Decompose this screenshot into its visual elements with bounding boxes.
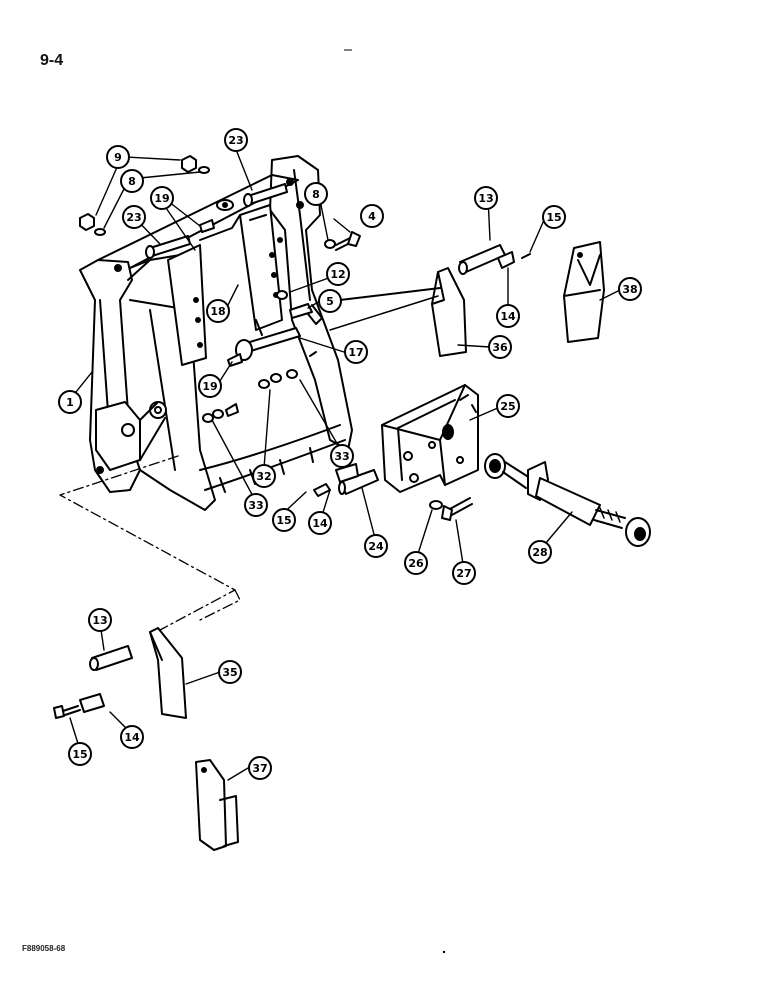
pin-24 (313, 463, 379, 497)
callout-33: 33 (244, 493, 268, 517)
svg-text:15: 15 (546, 211, 561, 224)
link-rod (339, 287, 441, 301)
callout-36: 36 (488, 335, 512, 359)
svg-text:8: 8 (128, 175, 136, 188)
callouts: 9 8 23 19 23 8 4 12 5 18 17 19 1 32 33 3… (58, 128, 642, 780)
svg-text:19: 19 (202, 380, 217, 393)
svg-text:27: 27 (456, 567, 471, 580)
callout-14: 14 (308, 511, 332, 535)
callout-18: 18 (206, 299, 230, 323)
svg-text:19: 19 (154, 192, 169, 205)
top-link (484, 453, 651, 547)
bolt-27 (429, 497, 473, 521)
callout-15: 15 (68, 742, 92, 766)
svg-text:15: 15 (72, 748, 87, 761)
callout-38: 38 (618, 277, 642, 301)
upper-pins (145, 183, 288, 259)
callout-19: 19 (198, 374, 222, 398)
svg-text:12: 12 (330, 268, 345, 281)
svg-text:1: 1 (66, 396, 74, 409)
svg-text:25: 25 (500, 400, 515, 413)
svg-text:26: 26 (408, 557, 424, 570)
callout-15: 15 (272, 508, 296, 532)
top-hardware (79, 155, 234, 236)
svg-text:8: 8 (312, 188, 320, 201)
callout-1: 1 (58, 390, 82, 414)
callout-8: 8 (120, 169, 144, 193)
callout-25: 25 (496, 394, 520, 418)
callout-9: 9 (106, 145, 130, 169)
figure-code: F889058-68 (22, 944, 66, 953)
svg-text:33: 33 (248, 499, 263, 512)
bracket-36 (431, 244, 531, 357)
main-frame (79, 155, 353, 511)
callout-23: 23 (122, 205, 146, 229)
page-number: 9-4 (40, 52, 64, 69)
svg-text:14: 14 (500, 310, 516, 323)
callout-14: 14 (496, 304, 520, 328)
callout-8: 8 (304, 182, 328, 206)
svg-text:37: 37 (252, 762, 267, 775)
svg-text:13: 13 (478, 192, 493, 205)
toplink-bracket (381, 384, 479, 493)
svg-text:5: 5 (326, 295, 334, 308)
callout-15: 15 (542, 205, 566, 229)
callout-19: 19 (150, 186, 174, 210)
svg-text:23: 23 (228, 134, 243, 147)
inner-plates (167, 204, 283, 366)
bracket-38 (563, 241, 605, 343)
svg-text:14: 14 (312, 517, 328, 530)
right-bolts (276, 231, 361, 325)
svg-text:36: 36 (492, 341, 508, 354)
svg-text:35: 35 (222, 666, 237, 679)
svg-text:32: 32 (256, 470, 271, 483)
callout-5: 5 (318, 289, 342, 313)
svg-text:38: 38 (622, 283, 637, 296)
callout-33: 33 (330, 444, 354, 468)
svg-text:28: 28 (532, 546, 547, 559)
callout-13: 13 (474, 186, 498, 210)
callout-27: 27 (452, 561, 476, 585)
svg-text:14: 14 (124, 731, 140, 744)
callout-24: 24 (364, 534, 388, 558)
lower-bolts (202, 369, 298, 423)
svg-text:17: 17 (348, 346, 363, 359)
speck-dot (442, 950, 446, 954)
callout-4: 4 (360, 204, 384, 228)
callout-37: 37 (248, 756, 272, 780)
svg-text:13: 13 (92, 614, 107, 627)
callout-26: 26 (404, 551, 428, 575)
link-dashed (59, 455, 236, 631)
callout-32: 32 (252, 464, 276, 488)
svg-text:18: 18 (210, 305, 225, 318)
svg-text:23: 23 (126, 211, 141, 224)
bracket-35 (53, 627, 187, 719)
callout-17: 17 (344, 340, 368, 364)
svg-text:24: 24 (368, 540, 384, 553)
callout-28: 28 (528, 540, 552, 564)
bracket-37 (195, 759, 239, 851)
callout-14: 14 (120, 725, 144, 749)
svg-text:33: 33 (334, 450, 349, 463)
callout-35: 35 (218, 660, 242, 684)
svg-text:4: 4 (368, 210, 376, 223)
callout-12: 12 (326, 262, 350, 286)
svg-text:15: 15 (276, 514, 291, 527)
callout-23: 23 (224, 128, 248, 152)
callout-13: 13 (88, 608, 112, 632)
svg-text:9: 9 (114, 151, 122, 164)
